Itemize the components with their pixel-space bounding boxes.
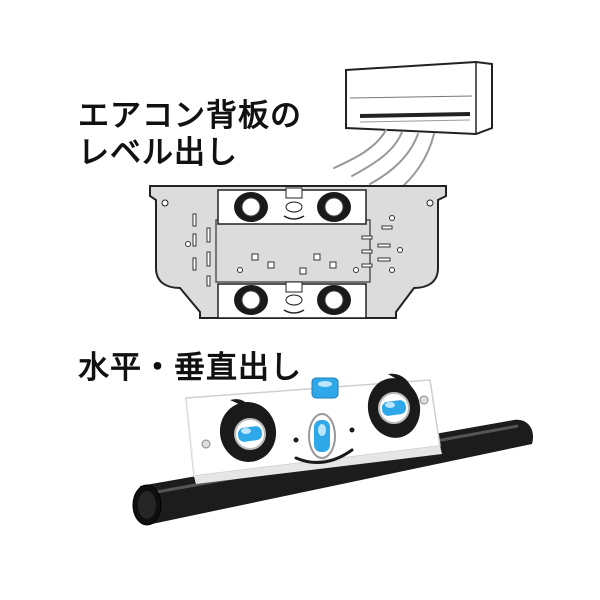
ac-caption-line-2: レベル出し: [78, 135, 238, 171]
ac-backplate-caption: エアコン背板の レベル出し: [78, 98, 302, 172]
pipe-level-illustration: [132, 373, 534, 526]
ac-backplate: [149, 185, 447, 319]
ac-caption-line-1: エアコン背板の: [78, 98, 302, 134]
panda-torpedo-level: [185, 373, 442, 484]
airflow-lines: [333, 129, 435, 193]
air-conditioner-unit: [345, 60, 493, 136]
lower-panda-level: [217, 281, 367, 319]
upper-panda-level: [217, 187, 367, 225]
level-caption: 水平・垂直出し: [78, 350, 302, 386]
